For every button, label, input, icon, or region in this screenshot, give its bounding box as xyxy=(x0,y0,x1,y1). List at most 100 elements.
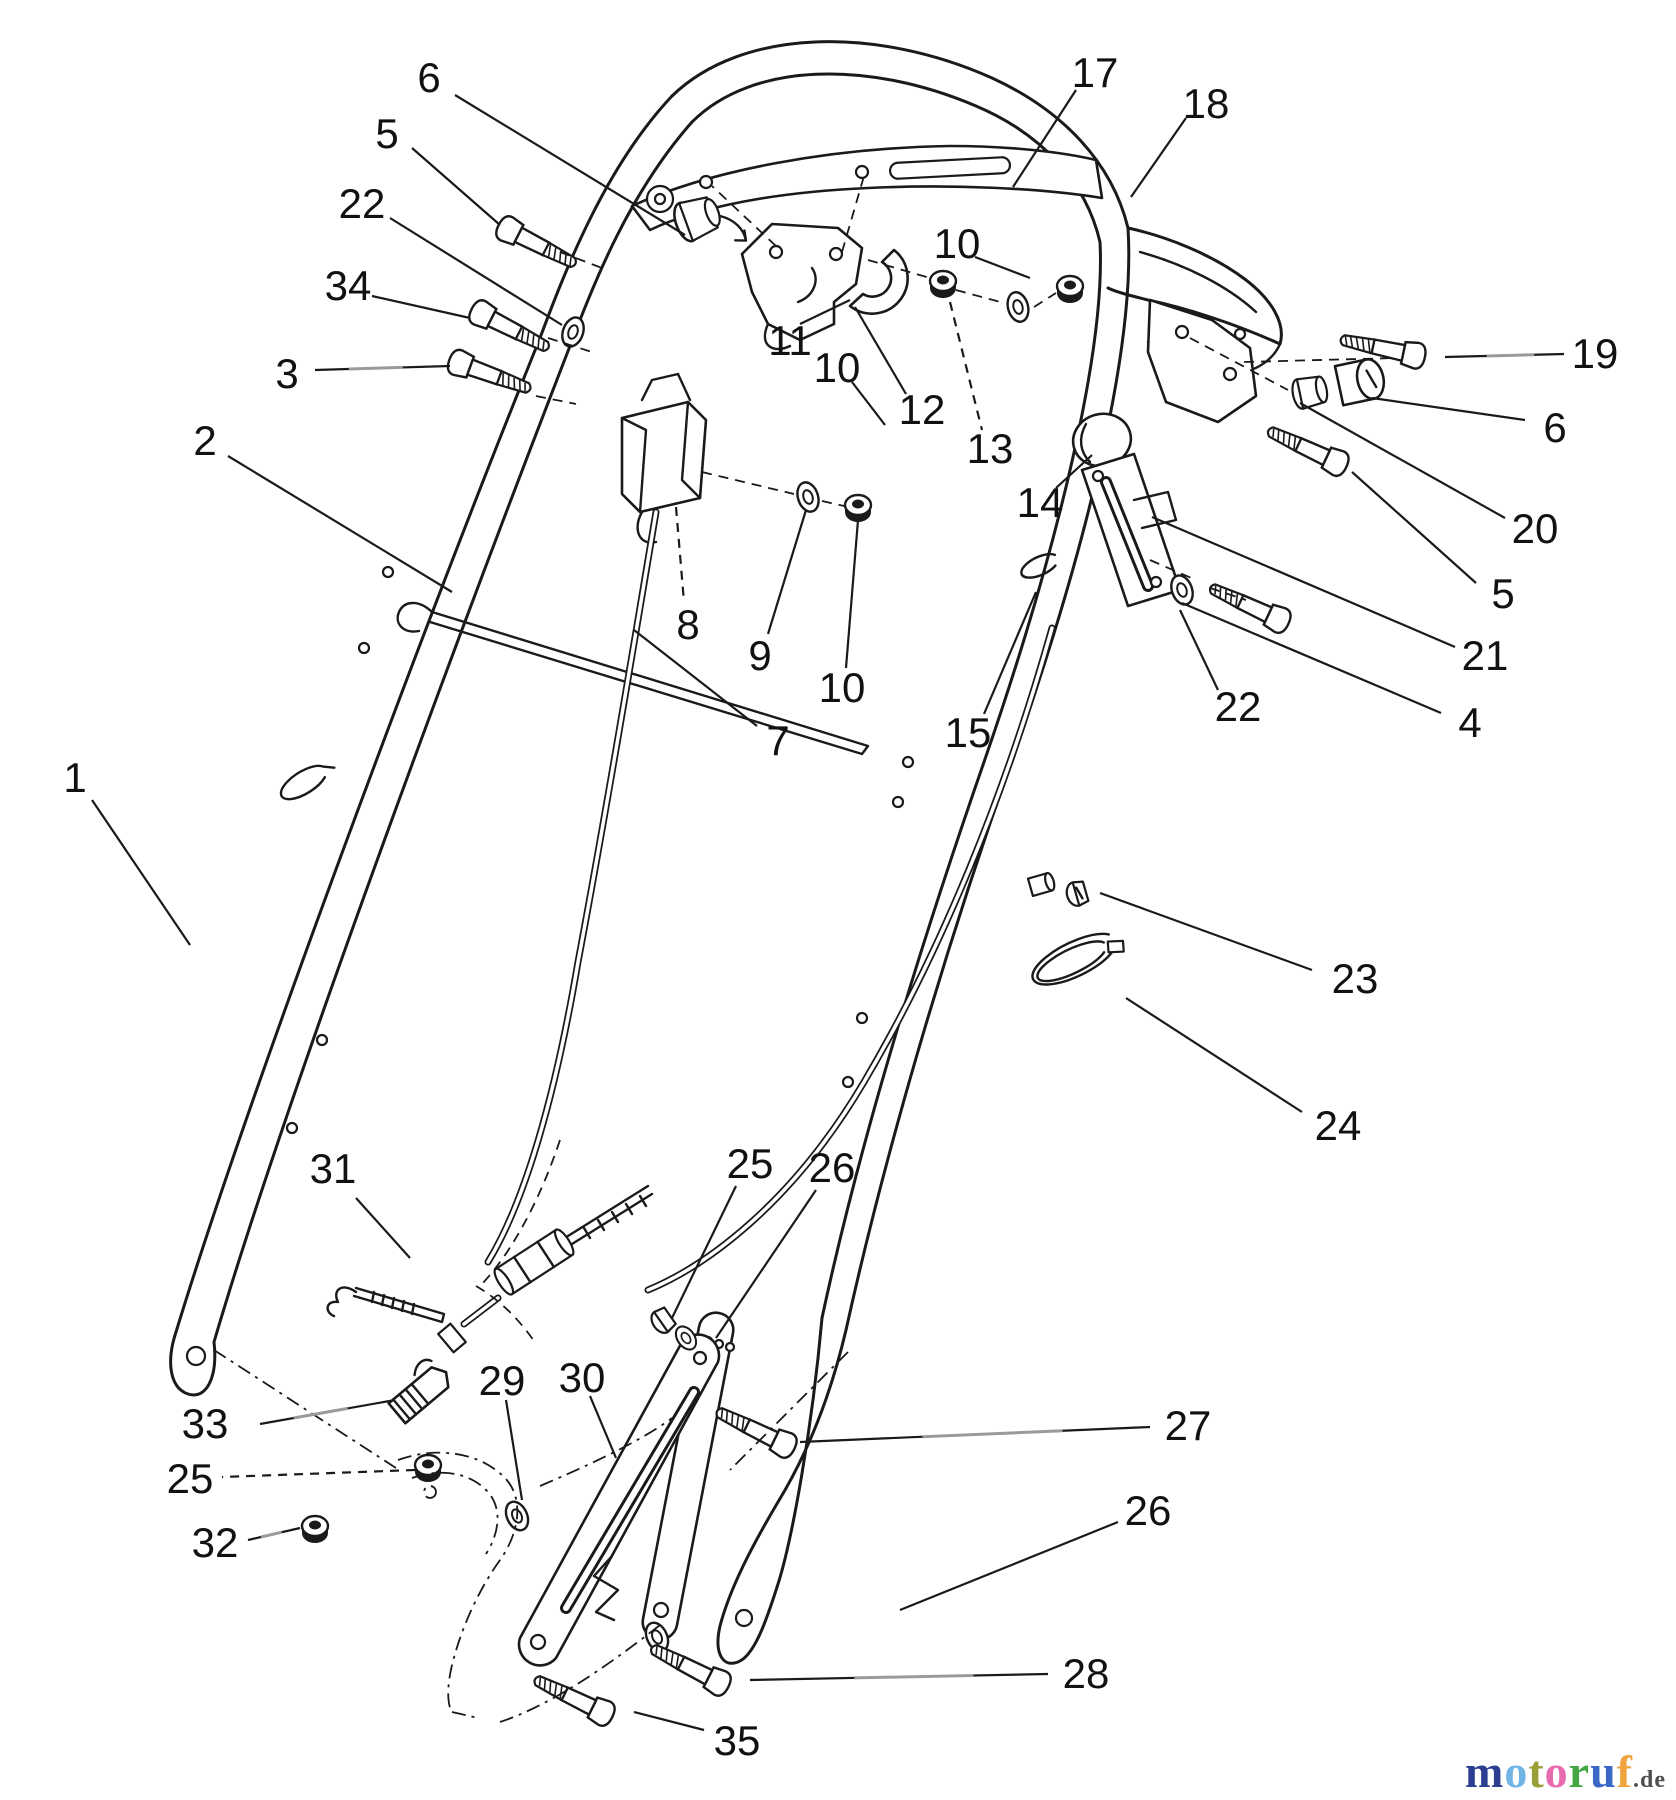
screw-5-right xyxy=(1261,417,1354,480)
part-label-31: 31 xyxy=(310,1145,357,1192)
bolt-3 xyxy=(443,346,536,403)
leader-line xyxy=(766,509,808,635)
leader-line xyxy=(355,1197,411,1259)
leader-line xyxy=(948,301,984,431)
leader-line xyxy=(844,519,860,669)
part-label-10: 10 xyxy=(814,344,861,391)
leader-line-gray-segment xyxy=(293,1406,349,1420)
watermark-letter: m xyxy=(1465,1746,1505,1797)
deck-bracket-phantom xyxy=(397,1451,620,1719)
part-label-32: 32 xyxy=(192,1519,239,1566)
leader-line xyxy=(982,591,1038,715)
part-label-6: 6 xyxy=(1543,404,1566,451)
part-label-22: 22 xyxy=(339,180,386,227)
watermark-suffix: .de xyxy=(1633,1767,1666,1793)
part-label-34: 34 xyxy=(325,262,372,309)
leader-line xyxy=(674,506,686,603)
part-label-26: 26 xyxy=(809,1144,856,1191)
leader-line xyxy=(974,255,1031,280)
part-label-23: 23 xyxy=(1332,955,1379,1002)
leader-line xyxy=(454,94,686,236)
throttle-cable xyxy=(481,508,660,1285)
bolt-35 xyxy=(528,1666,620,1730)
cable-spade-terminal xyxy=(387,1358,450,1425)
washer-22-left xyxy=(557,313,589,351)
leader-line-gray-segment xyxy=(348,365,403,371)
part-label-24: 24 xyxy=(1315,1102,1362,1149)
pivot-bolt-and-bushing xyxy=(1291,357,1386,410)
cable-tie xyxy=(1031,932,1125,986)
leader-line-gray-segment xyxy=(854,1674,974,1680)
retainer-clip xyxy=(1020,552,1057,579)
leader-line xyxy=(671,1185,737,1319)
alignment-dashes xyxy=(213,251,1247,1723)
latch-plate xyxy=(1080,452,1182,608)
leader-line xyxy=(799,299,851,325)
cable-guide-ring xyxy=(279,764,336,801)
leader-line xyxy=(1130,117,1187,198)
part-label-6: 6 xyxy=(417,54,440,101)
leader-line xyxy=(1179,609,1219,691)
locknut-32 xyxy=(300,1514,330,1545)
part-label-22: 22 xyxy=(1215,683,1262,730)
adjuster-rod xyxy=(326,1286,446,1324)
switch-housing xyxy=(620,372,708,544)
part-label-3: 3 xyxy=(275,350,298,397)
leader-line-gray-segment xyxy=(1486,353,1535,358)
clutch-cable xyxy=(437,624,1056,1354)
watermark-letter: o xyxy=(1544,1746,1569,1797)
leader-line xyxy=(1125,997,1303,1113)
part-label-14: 14 xyxy=(1017,479,1064,526)
leader-line xyxy=(1099,891,1313,972)
bolt-5-left xyxy=(491,212,583,277)
locknut-25 xyxy=(413,1453,443,1484)
part-label-4: 4 xyxy=(1458,699,1481,746)
part-label-10: 10 xyxy=(934,220,981,267)
leader-lines xyxy=(91,89,1565,1732)
leader-line xyxy=(221,1468,416,1479)
part-label-2: 2 xyxy=(193,417,216,464)
watermark-letter: t xyxy=(1528,1746,1545,1797)
part-label-1: 1 xyxy=(63,754,86,801)
screw-22-right xyxy=(1203,574,1296,637)
part-label-9: 9 xyxy=(748,632,771,679)
part-label-8: 8 xyxy=(676,601,699,648)
leader-line xyxy=(1012,89,1077,188)
watermark-logo: motoruf.de xyxy=(1465,1745,1666,1798)
leader-line xyxy=(371,294,471,320)
leader-line xyxy=(899,1520,1119,1612)
part-label-7: 7 xyxy=(766,717,789,764)
part-label-30: 30 xyxy=(559,1354,606,1401)
leader-line xyxy=(504,1399,524,1501)
part-label-13: 13 xyxy=(967,425,1014,472)
part-label-11: 11 xyxy=(768,317,812,364)
leader-line-gray-segment xyxy=(922,1429,1063,1439)
leader-line xyxy=(1181,601,1442,715)
bolt-27 xyxy=(710,1398,802,1462)
part-label-5: 5 xyxy=(375,110,398,157)
part-label-5: 5 xyxy=(1491,570,1514,617)
part-label-18: 18 xyxy=(1183,80,1230,127)
watermark-letters: motoruf xyxy=(1465,1746,1633,1797)
leader-line xyxy=(1055,454,1093,489)
part-label-12: 12 xyxy=(899,386,946,433)
leader-line-gray-segment xyxy=(260,1530,283,1539)
upper-hardware xyxy=(701,259,1085,524)
part-label-10: 10 xyxy=(819,664,866,711)
watermark-letter: o xyxy=(1504,1746,1529,1797)
part-label-19: 19 xyxy=(1572,330,1619,377)
cap-screw xyxy=(1065,880,1090,907)
part-label-27: 27 xyxy=(1165,1402,1212,1449)
pivot-arm-slotted xyxy=(517,1333,721,1667)
handle-cross-panel xyxy=(630,144,1104,232)
part-label-26: 26 xyxy=(1125,1487,1172,1534)
leader-line xyxy=(588,1395,618,1459)
part-label-17: 17 xyxy=(1072,49,1119,96)
leader-line xyxy=(389,217,563,326)
leader-line xyxy=(1151,515,1456,649)
cable-clamp xyxy=(848,248,909,315)
leader-line xyxy=(715,1189,817,1339)
leader-line xyxy=(633,1710,705,1732)
